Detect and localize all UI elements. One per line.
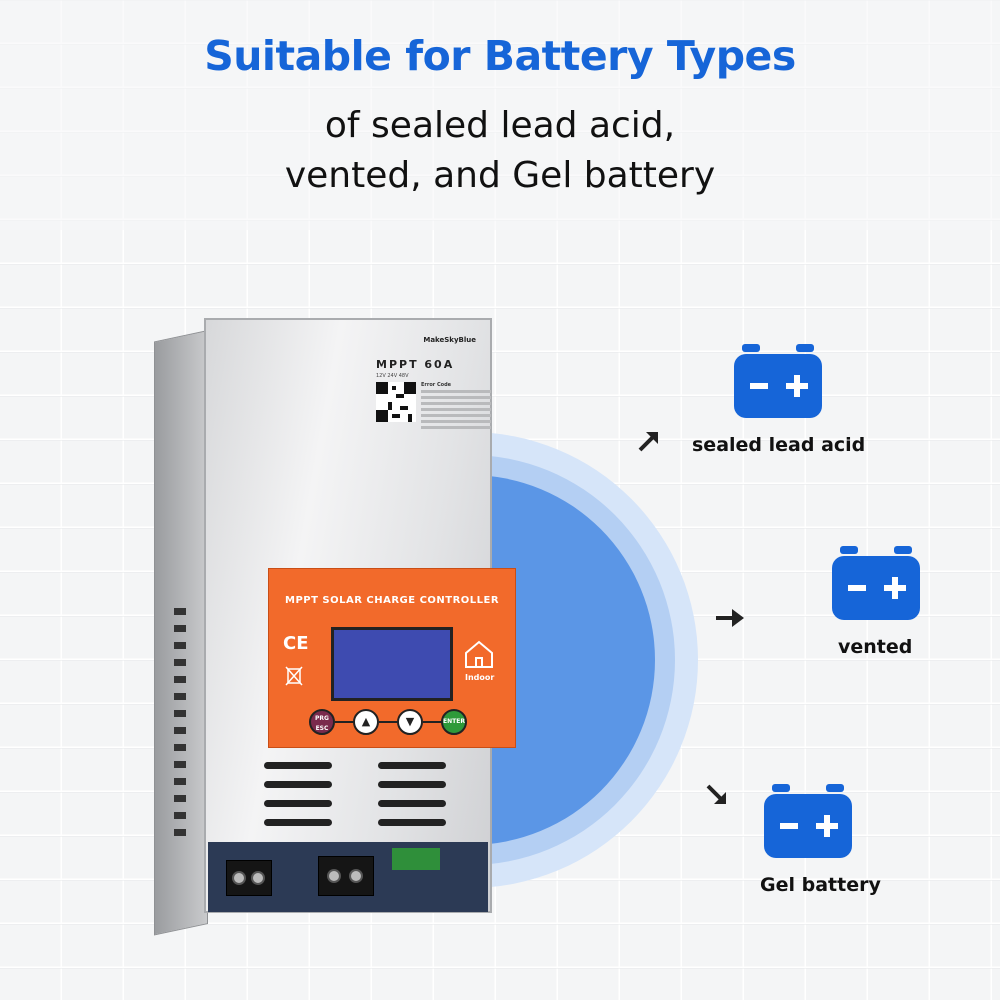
charge-controller-device: MakeSkyBlue MPPT 60A 12V 24V 48V Error C… bbox=[152, 318, 516, 936]
terminal-middle bbox=[318, 856, 374, 896]
battery-label-sealed: sealed lead acid bbox=[692, 434, 866, 456]
green-terminal bbox=[392, 848, 440, 870]
prg-label: PRG bbox=[315, 715, 329, 722]
button-connector bbox=[423, 721, 443, 723]
battery-icon bbox=[832, 546, 920, 620]
battery-label-gel: Gel battery bbox=[760, 874, 881, 896]
control-panel: MPPT SOLAR CHARGE CONTROLLER CE Indoor P… bbox=[268, 568, 516, 748]
page-subtitle-line-1: of sealed lead acid, bbox=[324, 105, 676, 146]
side-vents bbox=[174, 608, 186, 846]
terminal-left bbox=[226, 860, 272, 896]
button-connector bbox=[379, 721, 399, 723]
front-vents-right bbox=[378, 762, 446, 838]
device-front: MakeSkyBlue MPPT 60A 12V 24V 48V Error C… bbox=[204, 318, 516, 913]
panel-title: MPPT SOLAR CHARGE CONTROLLER bbox=[285, 595, 500, 606]
qr-code-icon bbox=[376, 382, 416, 422]
up-button[interactable]: ▲ bbox=[353, 709, 379, 735]
lcd-display bbox=[331, 627, 453, 701]
arrow-icon bbox=[716, 609, 744, 627]
button-connector bbox=[335, 721, 355, 723]
model-label: MPPT 60A bbox=[376, 358, 455, 371]
arrow-icon bbox=[706, 784, 726, 804]
error-code-list bbox=[421, 390, 491, 432]
battery-icon bbox=[764, 784, 852, 858]
battery-label-vented: vented bbox=[838, 636, 913, 658]
terminal-block bbox=[208, 842, 488, 912]
front-vents-left bbox=[264, 762, 332, 838]
ce-mark: CE bbox=[283, 633, 309, 654]
error-code-title: Error Code bbox=[421, 382, 452, 388]
prg-esc-button[interactable]: PRG ESC bbox=[309, 709, 335, 735]
model-voltage-label: 12V 24V 48V bbox=[376, 373, 409, 379]
page-title: Suitable for Battery Types bbox=[204, 32, 796, 80]
indoor-label: Indoor bbox=[465, 673, 495, 682]
page-subtitle-line-2: vented, and Gel battery bbox=[284, 155, 716, 196]
indoor-house-icon bbox=[465, 640, 493, 668]
battery-icon bbox=[734, 344, 822, 418]
brand-label: MakeSkyBlue bbox=[423, 336, 476, 344]
arrow-icon bbox=[638, 432, 658, 452]
esc-label: ESC bbox=[315, 725, 329, 732]
enter-button[interactable]: ENTER bbox=[441, 709, 467, 735]
weee-bin-icon bbox=[285, 666, 303, 686]
down-button[interactable]: ▼ bbox=[397, 709, 423, 735]
